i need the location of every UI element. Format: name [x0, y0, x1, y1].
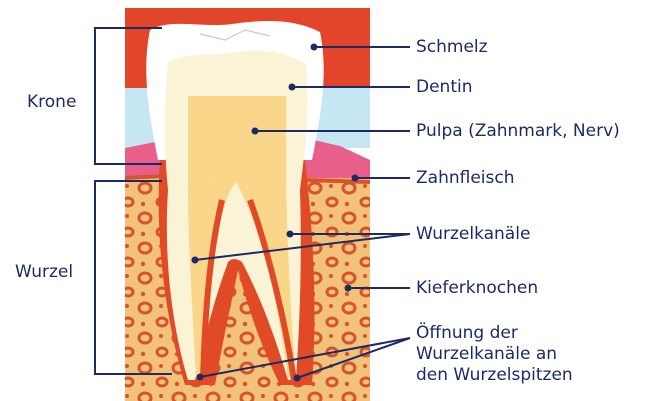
- label-oeffnung: Öffnung der Wurzelkanäle an den Wurzelsp…: [416, 323, 573, 386]
- tooth-cross-section: [125, 8, 370, 401]
- label-dentin: Dentin: [416, 77, 473, 97]
- label-oeffnung-line-1: Öffnung der: [416, 323, 573, 344]
- label-wurzelkanaele: Wurzelkanäle: [416, 224, 530, 244]
- label-oeffnung-line-3: den Wurzelspitzen: [416, 365, 573, 386]
- label-oeffnung-line-2: Wurzelkanäle an: [416, 344, 573, 365]
- label-pulpa: Pulpa (Zahnmark, Nerv): [416, 121, 620, 141]
- pulpa: [188, 96, 286, 190]
- label-schmelz: Schmelz: [416, 37, 488, 57]
- label-krone: Krone: [27, 92, 76, 112]
- label-kieferknochen: Kieferknochen: [416, 278, 538, 298]
- label-wurzel: Wurzel: [15, 262, 73, 282]
- label-zahnfleisch: Zahnfleisch: [416, 168, 514, 188]
